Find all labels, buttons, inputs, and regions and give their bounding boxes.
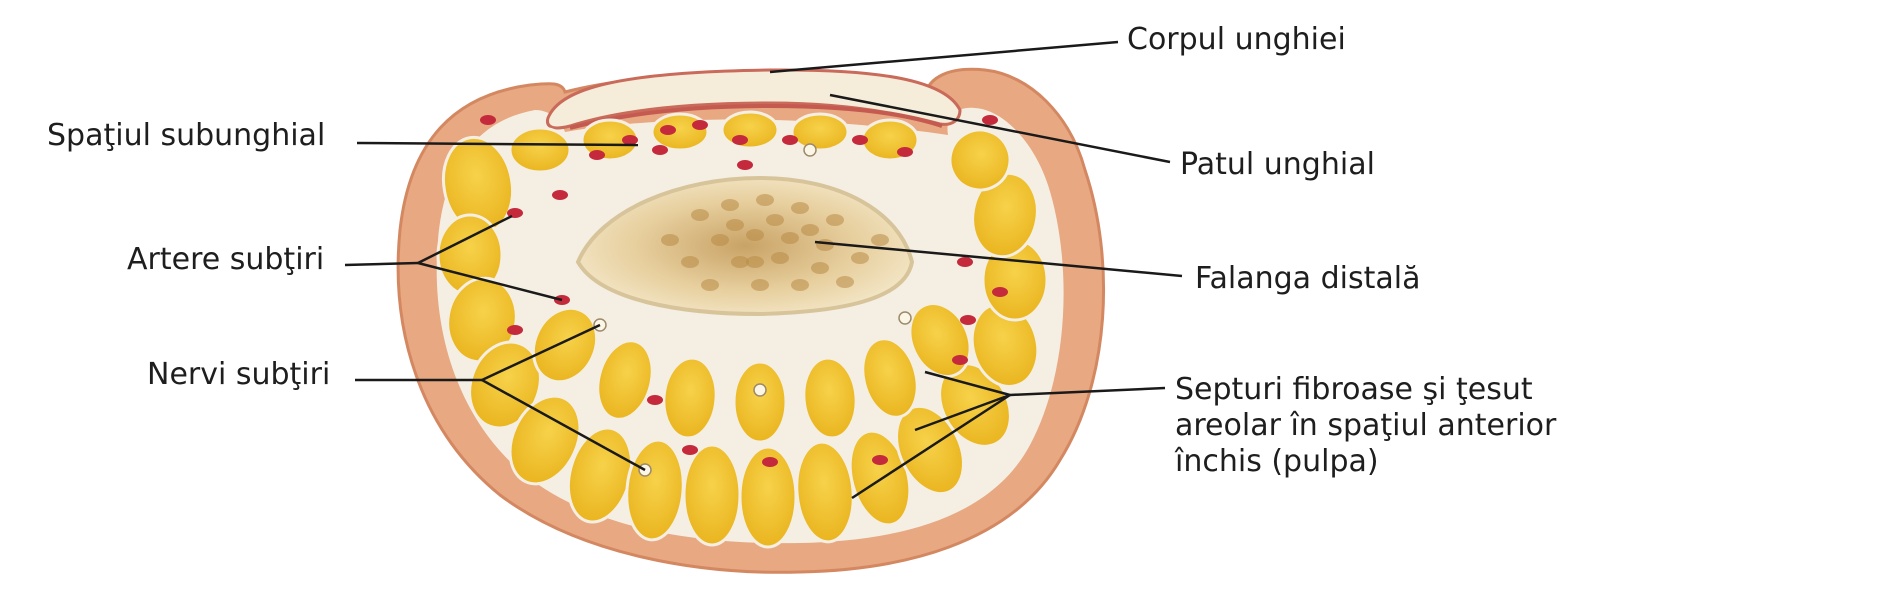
leader-falanga: [814, 240, 1183, 278]
leader-spatiul-subunghial: [356, 141, 639, 147]
leader-artere-2: [417, 214, 513, 265]
leader-septuri-2: [924, 370, 1011, 397]
label-septuri-line-2: areolar în spaţiul anterior: [1175, 408, 1557, 443]
label-septuri-line-3: închis (pulpa): [1175, 444, 1379, 479]
leader-septuri-1: [1009, 386, 1166, 397]
label-nervi-subtiri: Nervi subţiri: [147, 357, 331, 392]
leader-corpul-unghiei: [769, 40, 1119, 74]
label-spatiul-subunghial: Spaţiul subunghial: [47, 118, 326, 153]
leader-lines: [344, 40, 1183, 500]
nail-bed: [569, 103, 943, 130]
label-septuri-line-1: Septuri fibroase şi ţesut: [1175, 372, 1533, 407]
leader-artere-3: [417, 261, 563, 302]
distal-phalanx-bone: [575, 175, 915, 317]
bone-marrow-texture: [661, 194, 889, 291]
label-patul-unghial: Patul unghial: [1180, 147, 1375, 182]
label-corpul-unghiei: Corpul unghiei: [1127, 22, 1346, 57]
fat-lobules: [436, 110, 1049, 549]
label-artere-subtiri: Artere subţiri: [127, 242, 325, 277]
leader-septuri-3: [914, 393, 1011, 432]
leader-nervi-3: [481, 378, 646, 472]
label-septuri-fibroase: Septuri fibroase şi ţesut areolar în spa…: [1175, 372, 1556, 480]
leader-septuri-4: [851, 393, 1011, 500]
label-falanga-distala: Falanga distală: [1195, 261, 1421, 296]
leader-artere-1: [344, 261, 419, 267]
leader-patul-unghial: [829, 93, 1171, 164]
leader-nervi-2: [481, 323, 601, 382]
